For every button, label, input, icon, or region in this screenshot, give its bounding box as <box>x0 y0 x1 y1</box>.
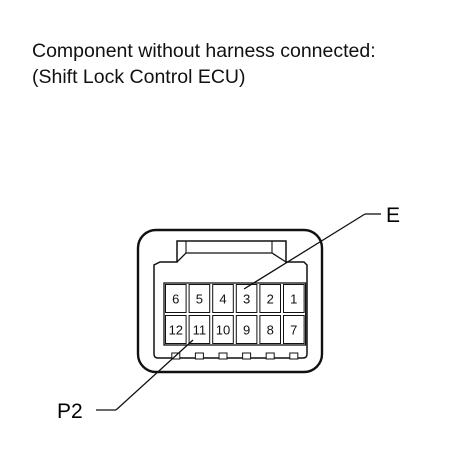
connector-bottom-tab <box>242 352 252 360</box>
terminal-cavity <box>235 315 258 344</box>
terminal-pin-number: 5 <box>196 292 203 307</box>
terminal-cavity <box>283 315 305 344</box>
connector-bottom-tab <box>194 352 204 360</box>
connector-bottom-tab <box>265 352 275 360</box>
terminal-pin-number: 9 <box>243 323 250 338</box>
connector-housing-inner <box>153 240 308 359</box>
terminal-pin-number: 3 <box>243 292 250 307</box>
terminal-cavity <box>212 284 234 313</box>
terminal-cavity <box>188 284 211 313</box>
terminal-cavity <box>283 284 305 313</box>
cavity-grid-frame <box>163 282 307 346</box>
terminal-pin-number: 7 <box>290 323 297 338</box>
terminal-pin-number: 6 <box>172 292 179 307</box>
terminal-pin-number: 8 <box>267 323 274 338</box>
callout-label-e: E <box>386 204 400 227</box>
callout-leader-e <box>243 213 366 290</box>
caption-line-2: (Shift Lock Control ECU) <box>32 66 246 88</box>
terminal-cavity-grid: 6 5 4 3 2 1 12 11 10 9 8 7 <box>163 282 307 346</box>
terminal-cavity <box>165 284 187 313</box>
terminal-pin-number: 11 <box>193 323 207 338</box>
terminal-pin-number: 4 <box>219 292 226 307</box>
terminal-pin-number: 1 <box>290 292 297 307</box>
terminal-cavity <box>259 315 281 344</box>
terminal-pin-number: 2 <box>267 292 274 307</box>
caption-line-1: Component without harness connected: <box>32 40 376 62</box>
terminal-cavity <box>165 315 187 344</box>
terminal-cavity <box>259 284 281 313</box>
connector-lock-latch <box>176 252 287 263</box>
diagram-caption: Component without harness connected: (Sh… <box>32 38 376 90</box>
connector-bottom-tab <box>289 352 299 360</box>
terminal-pin-number: 12 <box>169 323 183 338</box>
callout-label-p2: P2 <box>57 400 83 423</box>
callout-leader-p2 <box>115 339 194 411</box>
terminal-cavity <box>188 315 211 344</box>
terminal-pin-number: 10 <box>216 323 230 338</box>
connector-bottom-tab <box>218 352 228 360</box>
terminal-cavity <box>212 315 234 344</box>
connector-housing-outer <box>136 228 324 374</box>
terminal-cavity <box>235 284 258 313</box>
